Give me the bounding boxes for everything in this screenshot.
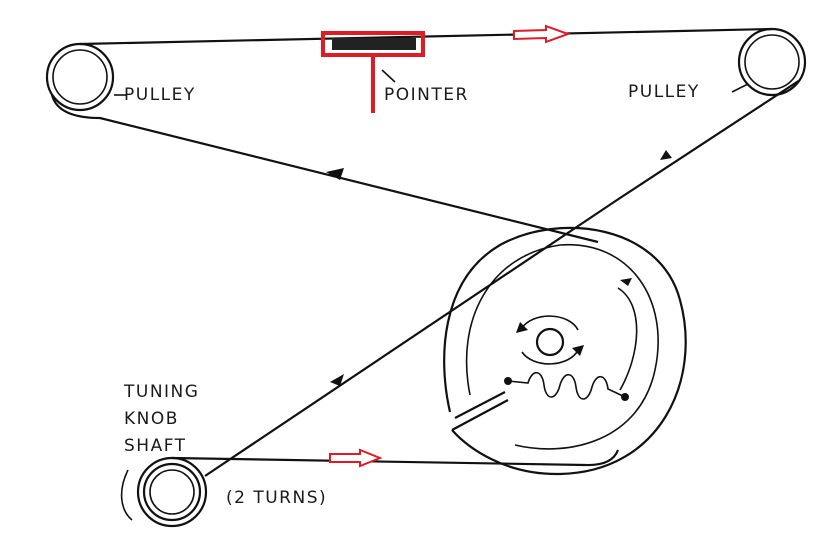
- cord-top: [79, 27, 773, 46]
- tuning-label: TUNING: [123, 382, 199, 402]
- cord-left-to-drum: [50, 94, 599, 244]
- highlight-arrow-top-icon: [513, 24, 571, 44]
- knob-label: KNOB: [124, 409, 179, 429]
- drum-axle: [535, 327, 565, 357]
- pointer-label: POINTER: [384, 85, 469, 105]
- turns-label: (2 TURNS): [226, 488, 327, 508]
- arrow-drum-icon: [620, 278, 632, 286]
- pointer-leader: [381, 69, 396, 83]
- drum: [443, 226, 687, 476]
- tuning-knob-shaft: [136, 456, 208, 528]
- cord-right-to-shaft: [204, 79, 801, 477]
- pulley-right: [737, 27, 807, 97]
- arrow-cord-right-icon: [660, 150, 672, 160]
- turns-leader: [120, 469, 133, 521]
- shaft-label: SHAFT: [124, 436, 187, 456]
- pulley-left: [45, 42, 115, 112]
- pulley-left-label: PULLEY: [124, 85, 196, 105]
- highlight-arrow-bottom-icon: [329, 448, 383, 468]
- cord-bottom: [171, 449, 620, 467]
- arrow-cord-mid-left-icon: [326, 168, 344, 180]
- pointer: [321, 31, 425, 113]
- arrow-cord-lower-icon: [330, 374, 344, 386]
- spring: [504, 371, 629, 401]
- pulley-right-label: PULLEY: [628, 82, 700, 102]
- pulley-right-leader: [731, 83, 749, 93]
- rotation-arrow-icon: [516, 315, 584, 365]
